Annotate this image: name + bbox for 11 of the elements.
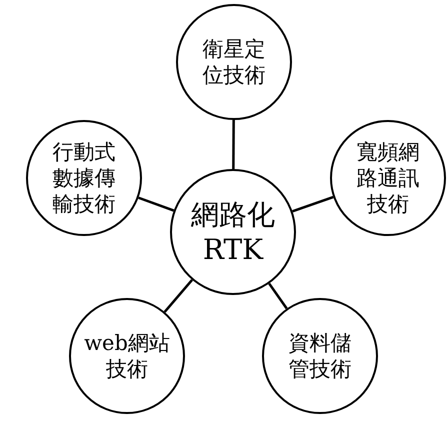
connector-line [138, 196, 174, 212]
node-label: 資料儲管技術 [288, 330, 352, 382]
connector-line [292, 196, 334, 212]
connector-line [164, 279, 194, 313]
connector-line [232, 120, 235, 169]
node-label: 網路化RTK [190, 197, 276, 267]
node-label: 衛星定位技術 [202, 36, 266, 88]
node-label: 寬頻網路通訊技術 [356, 138, 420, 218]
connector-line [268, 282, 288, 310]
node-label: web網站技術 [84, 330, 170, 382]
node-label: 行動式數據傳輸技術 [52, 138, 116, 218]
